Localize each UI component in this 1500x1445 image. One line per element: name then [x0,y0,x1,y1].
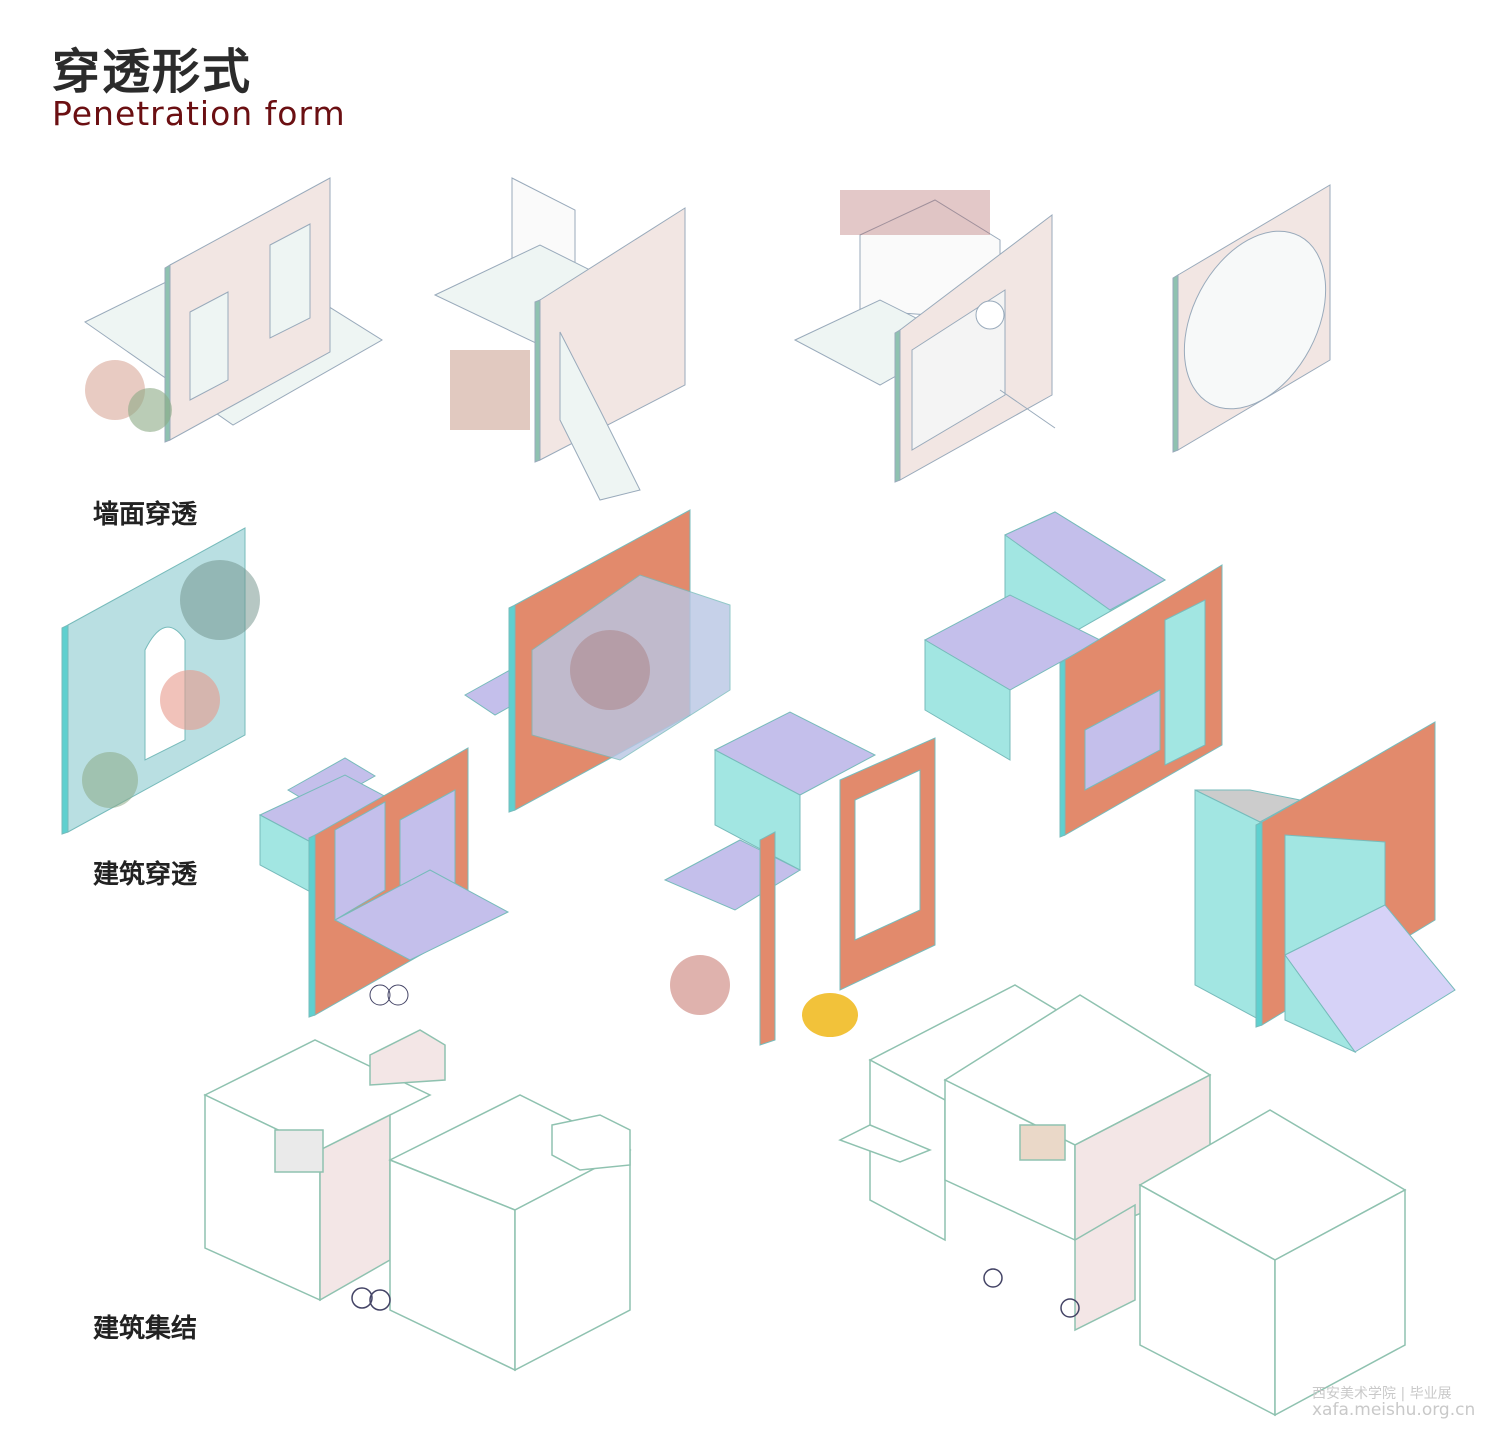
building-cluster-1 [203,1029,632,1372]
building-penetration-2 [464,509,731,813]
wall-penetration-1 [84,177,383,443]
wall-penetration-4 [1172,184,1331,453]
watermark-school: 西安美术学院 | 毕业展 [1312,1386,1452,1402]
wall-penetration-3 [793,190,1056,483]
watermark: 西安美术学院 | 毕业展 xafa.meishu.org.cn [1312,1386,1476,1420]
building-penetration-6 [1194,721,1456,1054]
building-cluster-2 [838,984,1407,1417]
page-title: 穿透形式 [52,44,253,100]
building-penetration-3 [923,511,1223,838]
building-penetration-4 [258,747,510,1018]
watermark-url: xafa.meishu.org.cn [1312,1400,1476,1420]
wall-penetration-2 [433,177,686,501]
section-label-building-cluster: 建筑集结 [93,1314,198,1344]
building-penetration-1 [61,527,260,835]
section-label-wall-penetration: 墙面穿透 [93,500,198,530]
building-penetration-5 [663,711,936,1046]
page-subtitle: Penetration form [52,94,346,133]
section-label-building-penetration: 建筑穿透 [93,860,198,890]
